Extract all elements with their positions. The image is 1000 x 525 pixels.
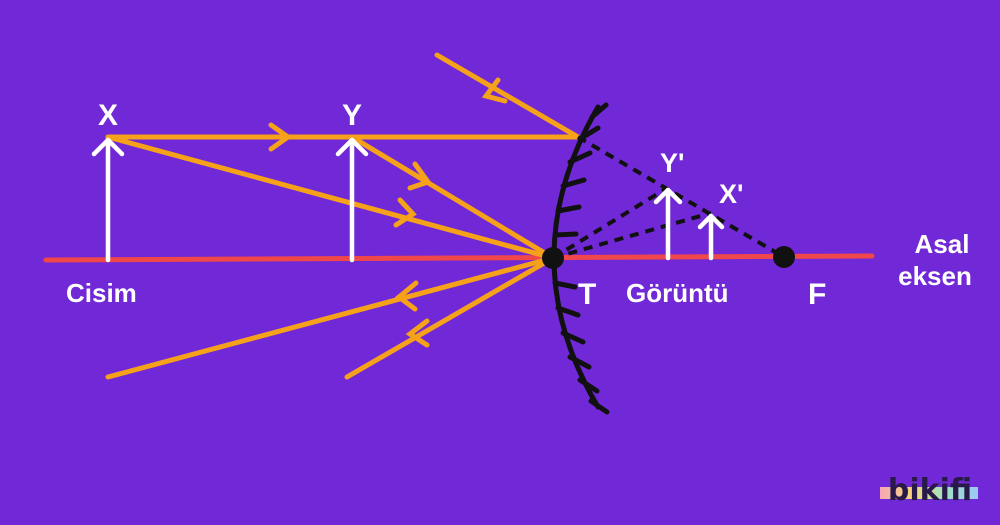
virtual-extensions <box>551 135 786 260</box>
extension-to-image-x <box>552 211 712 260</box>
label-object-y: Y <box>342 99 362 132</box>
principal-axis <box>43 253 875 263</box>
ray-arrowhead <box>405 318 430 348</box>
label-focus: F <box>808 278 826 311</box>
ray-parallel-reflected <box>434 52 581 140</box>
label-image-caption: Görüntü <box>626 278 729 308</box>
image-y-arrowhead <box>653 187 683 205</box>
light-rays <box>105 52 581 380</box>
brand-logo: bikifi <box>880 473 978 508</box>
ray-y-reflected <box>344 255 556 380</box>
mirror-hatch <box>560 177 587 189</box>
ray-x-reflected <box>105 255 556 380</box>
mirror-hatch <box>552 280 578 290</box>
logo-color-bar <box>880 487 978 499</box>
ray-arrowhead <box>393 197 417 228</box>
label-vertex: T <box>578 278 596 311</box>
image-x-arrowhead <box>697 213 725 230</box>
mirror-hatch <box>567 150 593 165</box>
ray-arrowhead <box>481 77 508 104</box>
label-object-caption: Cisim <box>66 278 137 308</box>
ray-y-to-vertex <box>349 134 556 261</box>
logo-text: bikifi <box>888 473 972 508</box>
mirror-hatch <box>577 377 600 394</box>
focus-point <box>773 246 795 268</box>
mirror-hatch <box>552 231 579 238</box>
mirror-hatch <box>555 305 581 318</box>
mirror-hatch <box>589 102 609 120</box>
extension-to-image-y <box>551 186 669 260</box>
label-object-x: X <box>98 99 118 132</box>
mirror-hatch <box>588 398 610 415</box>
object-x-arrowhead <box>91 137 125 157</box>
object-arrows <box>91 137 725 263</box>
label-axis-line1: Asal <box>915 229 970 259</box>
object-y-arrowhead <box>335 137 369 157</box>
label-image-y: Y' <box>660 148 684 178</box>
vertex-point <box>542 247 564 269</box>
ray-arrowhead <box>407 161 433 191</box>
label-image-x: X' <box>719 179 743 209</box>
mirror-hatch <box>577 125 601 142</box>
extension-to-focus <box>576 135 786 259</box>
ray-x-to-vertex <box>105 134 556 261</box>
ray-arrowhead <box>268 122 293 152</box>
mirror-hatch <box>560 330 586 345</box>
mirror-hatch <box>555 204 582 214</box>
mirror-hatch <box>567 354 592 370</box>
label-axis-line2: eksen <box>898 261 972 291</box>
ray-arrowhead <box>394 280 419 312</box>
